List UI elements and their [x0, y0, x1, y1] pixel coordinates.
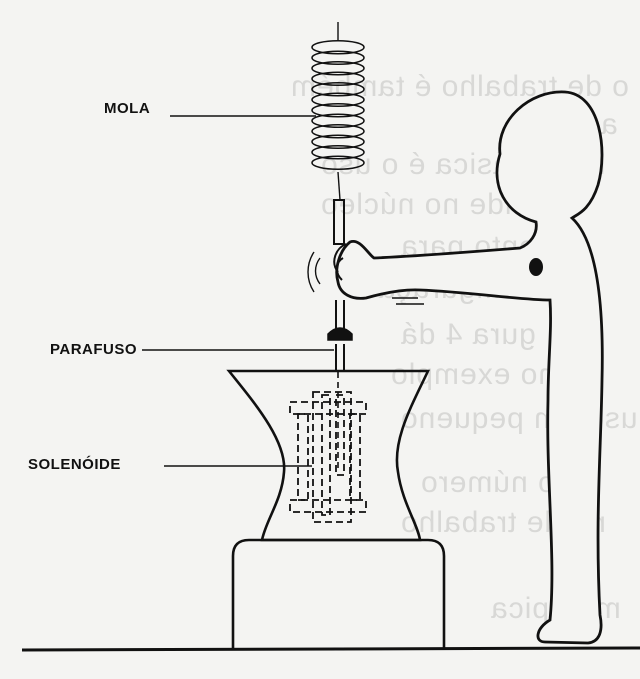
- spring-bottom-wire: [337, 171, 341, 201]
- label-screw: PARAFUSO: [50, 341, 138, 358]
- spring-coil: [311, 123, 365, 139]
- label-spring: MOLA: [104, 100, 151, 117]
- spring-coil: [311, 39, 365, 55]
- spring-coil: [311, 144, 365, 160]
- solenoid-housing: [226, 369, 431, 542]
- person-hand-fingers: [333, 243, 347, 281]
- spring-coil: [311, 50, 365, 66]
- solenoid-coil-dashed: [289, 391, 367, 523]
- spring-coil: [311, 60, 365, 76]
- spring-coil: [311, 155, 365, 171]
- spring-coil: [311, 71, 365, 87]
- screw-head: [327, 327, 353, 341]
- label-solenoid: SOLENÓIDE: [28, 456, 121, 473]
- base-block: [231, 538, 446, 648]
- person-body: [335, 90, 604, 645]
- motion-lines: [307, 251, 424, 305]
- ground-line: [21, 646, 640, 652]
- shoulder-dot: [529, 258, 543, 276]
- spring-coil: [311, 92, 365, 108]
- spring-coils: [311, 39, 365, 171]
- spring-coil: [311, 113, 365, 129]
- spring-coil: [311, 81, 365, 97]
- spring-coil: [311, 134, 365, 150]
- spring-coil: [311, 102, 365, 118]
